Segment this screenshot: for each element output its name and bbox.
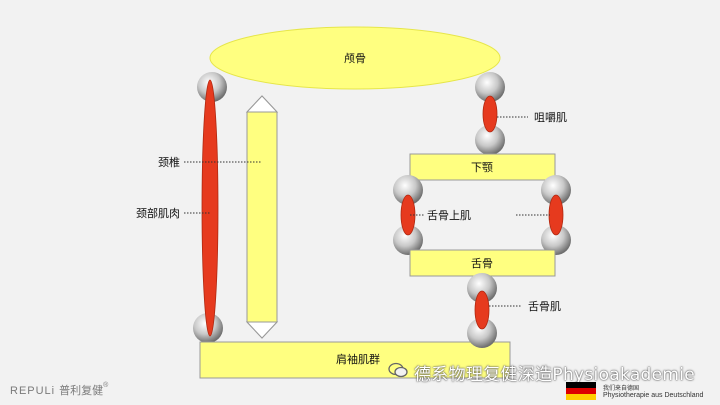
tagline-en: Physiotherapie aus Deutschland [603, 392, 704, 399]
infrahyoid-muscle-shape [474, 290, 490, 330]
shoulder-girdle-bar [199, 341, 511, 379]
joint-infrahyoid-bottom [467, 318, 497, 348]
mandible-bar [409, 153, 556, 181]
arrow-up-tip [245, 95, 279, 113]
skull-shape [209, 26, 501, 90]
suprahyoid-muscle-left [400, 194, 416, 236]
skull-label: 颅骨 [344, 52, 366, 65]
tagline-cn: 我们来自德国 [603, 385, 640, 392]
cervical-spine-shape [246, 95, 278, 339]
watermark-text: 德系物理复健深造Physioakademie [414, 365, 696, 385]
suprahyoid-label: 舌骨上肌 [427, 209, 471, 222]
joint-mandible-top [475, 125, 505, 155]
brand-logo-text: REPULi [10, 385, 56, 397]
joint-suprahyoid-left-bottom [393, 225, 423, 255]
german-flag-icon [566, 382, 596, 400]
neck-muscle-shape [201, 79, 219, 337]
brand-logo-mark: ® [103, 382, 110, 389]
joint-suprahyoid-right-bottom [541, 225, 571, 255]
hyoid-label: 舌骨 [471, 257, 493, 270]
wechat-icon [388, 362, 408, 378]
mandible-label: 下颚 [471, 161, 493, 174]
masseter-shape [482, 95, 498, 133]
suprahyoid-muscle-right [548, 194, 564, 236]
cervical-label: 颈椎 [158, 155, 180, 169]
infrahyoid-label: 舌骨肌 [528, 300, 561, 313]
joint-suprahyoid-left-top [393, 175, 423, 205]
joint-suprahyoid-right-top [541, 175, 571, 205]
hyoid-bar [409, 249, 556, 277]
masseter-label: 咀嚼肌 [534, 110, 567, 124]
brand-logo-cn: 普利复健 [59, 384, 104, 397]
arrow-down-tip [245, 321, 279, 339]
neck-muscle-label: 颈部肌肉 [136, 206, 180, 220]
shoulder-label: 肩袖肌群 [336, 352, 380, 366]
joint-infrahyoid-top [467, 273, 497, 303]
joint-skull-right [475, 72, 505, 102]
